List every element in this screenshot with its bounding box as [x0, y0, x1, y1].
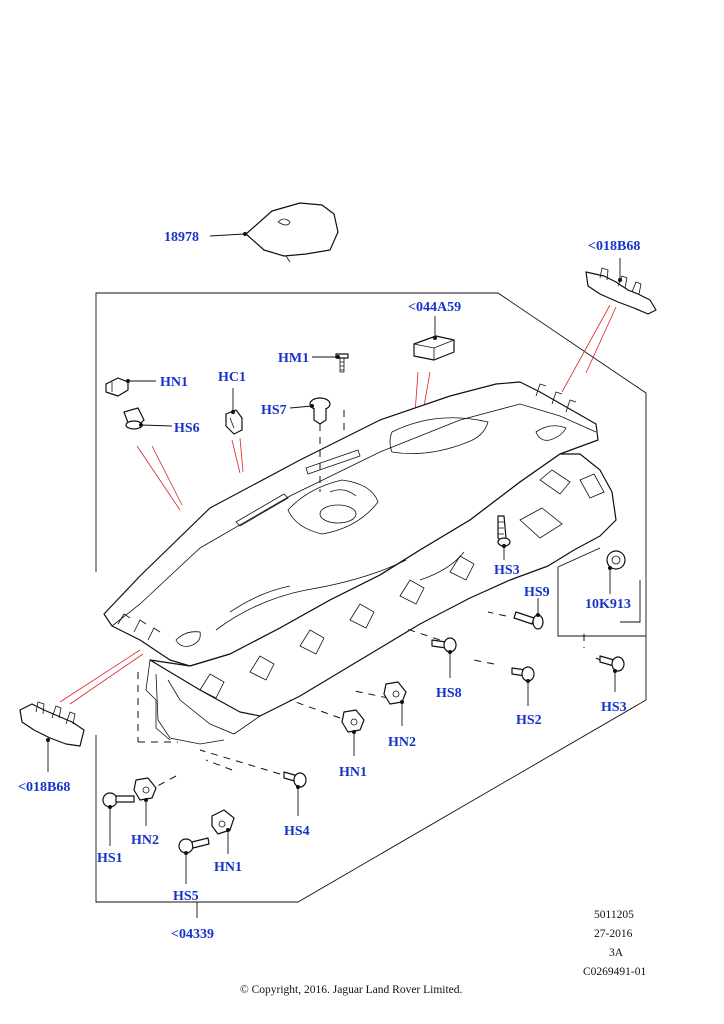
instrument-panel-body-part: [103, 381, 617, 745]
meta-code-3: 3A: [609, 947, 624, 959]
callout-hn2-mid[interactable]: HN2: [388, 735, 416, 750]
callout-018b68-left[interactable]: <018B68: [18, 780, 70, 795]
assembly-dash-lines: [137, 410, 605, 791]
callout-hs5[interactable]: HS5: [173, 889, 199, 904]
right-end-bracket-part: [561, 258, 657, 393]
callout-hs4[interactable]: HS4: [284, 824, 310, 839]
assembly-frame: [95, 292, 647, 903]
left-end-bracket-part: [19, 701, 85, 772]
callout-018b68-right[interactable]: <018B68: [588, 239, 640, 254]
indicator-lines: [59, 437, 244, 705]
callout-044a59[interactable]: <044A59: [408, 300, 461, 315]
callout-hm1[interactable]: HM1: [278, 351, 309, 366]
callout-10k913[interactable]: 10K913: [585, 597, 631, 612]
callout-hc1[interactable]: HC1: [218, 370, 246, 385]
hn1-clip-top: [105, 377, 156, 397]
hn1-nut-low: [211, 809, 235, 854]
callout-hs1[interactable]: HS1: [97, 851, 123, 866]
diagram-metadata: 5011205 27-2016 3A C0269491-01 © Copyrig…: [240, 909, 647, 996]
callout-04339[interactable]: <04339: [171, 927, 214, 942]
callout-hs2[interactable]: HS2: [516, 713, 542, 728]
hs6-pin: [123, 407, 173, 430]
hn2-nut-low: [133, 777, 157, 826]
callout-hs7[interactable]: HS7: [261, 403, 287, 418]
hs3-screw-mid: [497, 515, 511, 560]
callout-hs8[interactable]: HS8: [436, 686, 462, 701]
callout-hs3-right[interactable]: HS3: [601, 700, 627, 715]
hs3-screw-right: [599, 655, 625, 692]
glovebox-lid-part: [209, 202, 339, 263]
hs8-screw: [431, 637, 457, 678]
hs1-screw: [102, 792, 135, 846]
copyright-text: © Copyright, 2016. Jaguar Land Rover Lim…: [240, 984, 463, 996]
hn2-nut-mid: [383, 681, 407, 726]
callout-hn1-low[interactable]: HN1: [214, 860, 242, 875]
meta-code-4: C0269491-01: [583, 966, 647, 978]
10k913-nut: [606, 550, 626, 594]
callout-hn2-low[interactable]: HN2: [131, 833, 159, 848]
callout-hs6[interactable]: HS6: [174, 421, 200, 436]
callout-hn1-top[interactable]: HN1: [160, 375, 188, 390]
hn1-nut-mid: [341, 709, 365, 756]
hs5-screw: [178, 837, 210, 918]
meta-code-1: 5011205: [594, 909, 634, 921]
callout-hs9[interactable]: HS9: [524, 585, 550, 600]
hs7-pin: [289, 397, 331, 425]
hs4-screw: [283, 771, 307, 816]
callout-labels: 18978 <018B68 <044A59 HM1 HN1 HC1 HS7 HS…: [18, 230, 640, 942]
callout-hn1-mid[interactable]: HN1: [339, 765, 367, 780]
callout-hs3-mid[interactable]: HS3: [494, 563, 520, 578]
callout-18978[interactable]: 18978: [164, 230, 199, 245]
meta-code-2: 27-2016: [594, 928, 633, 940]
hm1-screw: [312, 353, 349, 373]
hs9-screw: [513, 598, 544, 630]
hc1-clip: [225, 388, 243, 435]
hs2-screw: [511, 666, 535, 706]
